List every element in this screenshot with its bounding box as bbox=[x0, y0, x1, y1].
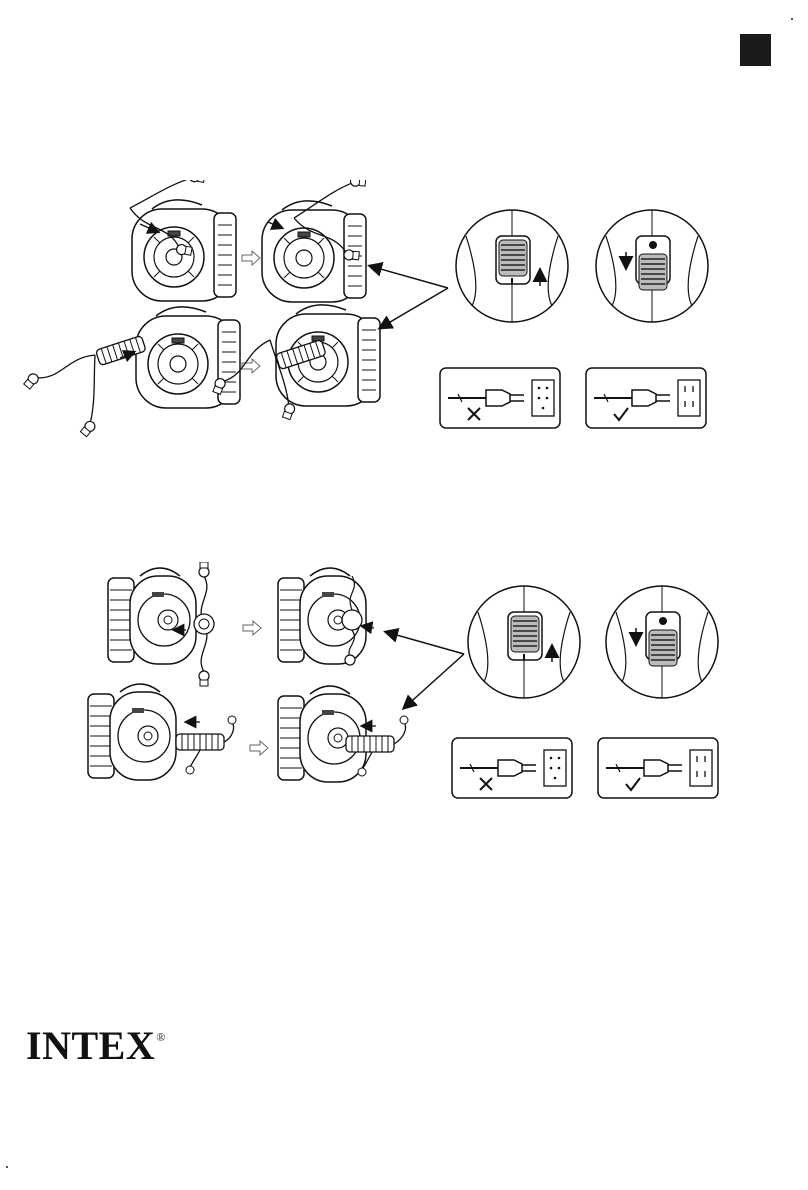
step-attach-hose-before bbox=[88, 684, 236, 780]
plug-incorrect-panel bbox=[440, 368, 560, 428]
corner-dot bbox=[6, 1166, 8, 1168]
corner-dot bbox=[791, 18, 793, 20]
step-attach-valve-nozzle-after bbox=[262, 180, 366, 302]
step-arrow-icon bbox=[250, 741, 268, 755]
step-attach-valve-nozzle-before bbox=[108, 562, 214, 686]
brand-name: INTEX bbox=[26, 1023, 155, 1068]
brand-logo: INTEX® bbox=[26, 1022, 166, 1069]
step-attach-hose-after bbox=[278, 686, 408, 782]
registered-mark: ® bbox=[156, 1030, 166, 1044]
pointer-arrow bbox=[380, 288, 448, 328]
plug-correct-panel bbox=[586, 368, 706, 428]
section-1-illustration bbox=[0, 180, 808, 620]
language-tab-marker bbox=[740, 34, 771, 66]
switch-down-on-closeup bbox=[596, 210, 708, 322]
plug-incorrect-panel bbox=[452, 738, 572, 798]
switch-up-off-closeup bbox=[468, 586, 580, 698]
step-attach-valve-nozzle-before bbox=[124, 180, 236, 301]
switch-up-off-closeup bbox=[456, 210, 568, 322]
step-arrow-icon bbox=[243, 621, 261, 635]
step-arrow-icon bbox=[242, 359, 260, 373]
section-2-illustration bbox=[0, 562, 808, 822]
step-attach-hose-before bbox=[23, 307, 240, 437]
step-arrow-icon bbox=[242, 251, 260, 265]
step-attach-valve-nozzle-after bbox=[278, 568, 374, 665]
pointer-arrow bbox=[370, 266, 448, 288]
switch-down-on-closeup bbox=[606, 586, 718, 698]
pointer-arrow bbox=[404, 654, 464, 708]
plug-correct-panel bbox=[598, 738, 718, 798]
pointer-arrow bbox=[386, 632, 464, 654]
